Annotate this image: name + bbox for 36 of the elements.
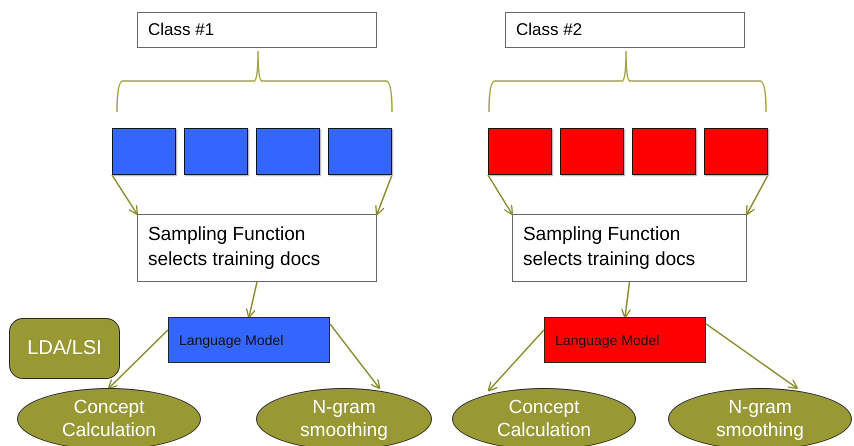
node-text: Sampling Function selects training docs <box>148 223 322 272</box>
arrow <box>246 282 258 319</box>
node-text: Language Model <box>179 332 284 348</box>
process-box <box>137 214 377 282</box>
node-text: Class #2 <box>516 18 582 41</box>
document-box <box>328 128 392 175</box>
process-box <box>137 12 377 48</box>
arrow <box>620 282 632 319</box>
node-text: LDA/LSI <box>27 337 102 360</box>
document-box <box>184 128 248 175</box>
node-text: N-gram smoothing <box>299 397 389 443</box>
arrow <box>706 323 798 390</box>
arrow <box>329 323 380 390</box>
arrow <box>111 174 138 216</box>
process-box <box>505 12 745 48</box>
arrow <box>487 174 514 216</box>
model-box <box>544 317 706 363</box>
arrow <box>488 329 545 392</box>
node-text: Sampling Function selects training docs <box>523 223 696 272</box>
method-box <box>9 318 120 379</box>
arrow <box>375 174 393 216</box>
arrow <box>108 329 169 390</box>
document-box <box>488 128 552 175</box>
model-box <box>168 317 330 363</box>
document-box <box>632 128 696 175</box>
node-text: Concept Calculation <box>496 397 592 443</box>
document-box <box>112 128 176 175</box>
node-text: Class #1 <box>148 18 214 41</box>
document-box <box>560 128 624 175</box>
document-box <box>256 128 320 175</box>
process-box <box>512 214 747 282</box>
arrow <box>746 174 769 216</box>
document-box <box>704 128 768 175</box>
node-text: Language Model <box>555 332 660 348</box>
node-text: N-gram smoothing <box>715 397 805 443</box>
node-text: Concept Calculation <box>61 397 157 443</box>
